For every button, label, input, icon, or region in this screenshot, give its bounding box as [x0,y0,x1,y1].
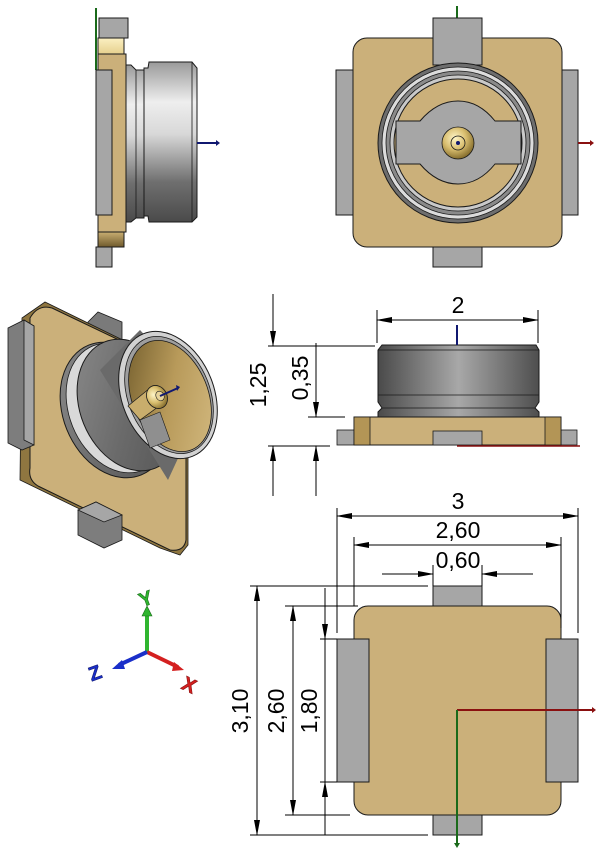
x-axis-arrowhead [590,140,594,146]
triad-z-label: Z [86,661,105,686]
dim-shell-diameter: 2 [452,292,465,318]
dim-body-length: 2,60 [263,689,289,734]
triad-y-arrowhead [141,605,153,617]
center-pin-hole [456,141,460,145]
right-pad [559,429,578,446]
dim-side-pad-length: 1,80 [296,689,322,734]
bottom-view: 3 2,60 0,60 3,10 2,60 1,80 [227,488,596,848]
center-pad [432,430,483,446]
shell-cylinder [377,344,540,418]
dim-base-height: 0,35 [287,356,313,401]
x-axis-arrowhead [592,707,596,713]
isometric-view [7,301,218,556]
front-view [335,6,594,268]
side-view [95,8,220,268]
bottom-pad [95,246,113,268]
top-pad-overlay [432,17,483,66]
dim-center-pad-width: 0,60 [436,547,481,573]
bottom-pad [432,245,483,268]
elevation-view: 2 1,25 0,35 [245,292,580,496]
top-pad [432,585,483,608]
left-pad-face [23,319,35,446]
y-axis-arrowhead [454,843,460,848]
top-pad [98,17,129,39]
side-pad [95,69,113,216]
triad-x-label: X [178,673,200,699]
dim-overall-height: 1,25 [245,363,271,408]
dim-body-width: 2,60 [436,517,481,543]
body-left-chamfer [353,416,371,446]
body-top-face [97,37,125,55]
axis-triad: Y X Z [86,586,201,699]
body-bottom-face [97,231,125,248]
z-axis-arrowhead [176,385,180,391]
triad-z-axis [118,650,148,667]
left-pad [336,638,370,783]
center-pin-ring [450,135,466,151]
bottom-pad-top [77,501,123,523]
dielectric-insulator [139,411,171,449]
z-axis-line [159,387,179,397]
triad-x-axis [146,650,179,669]
left-pad [336,429,355,446]
dim-overall-length: 3,10 [227,689,253,734]
right-pad [559,69,579,216]
dim-overall-width: 3 [452,488,465,514]
triad-x-arrowhead [172,662,184,671]
triad-y-label: Y [136,587,157,612]
body-right-chamfer [544,416,562,446]
shell-flange [125,64,145,223]
z-axis-arrowhead [216,140,220,146]
shell-cylinder [143,61,198,223]
triad-z-arrowhead [112,660,125,669]
